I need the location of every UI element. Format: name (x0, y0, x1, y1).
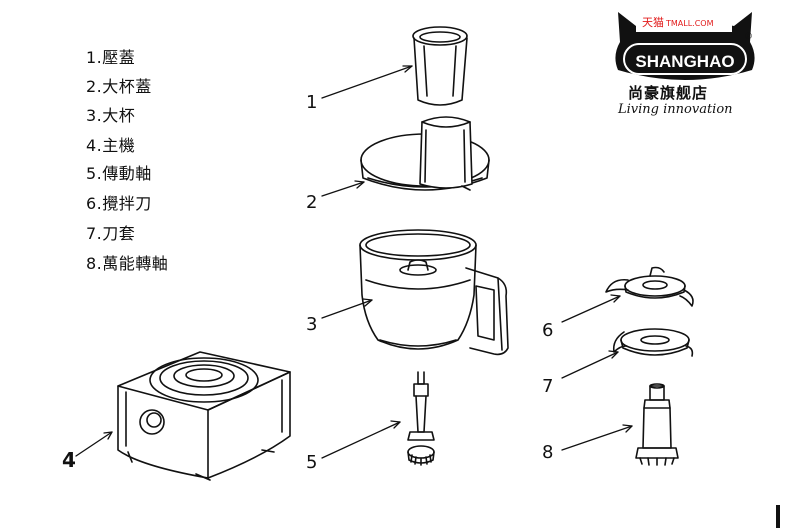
brand-tagline: Living innovation (618, 102, 733, 117)
part-blade-sleeve (612, 328, 694, 357)
brand-name: SHANGHAO (635, 52, 735, 71)
part-spindle (635, 383, 679, 466)
legend-item-8: 8.萬能轉軸 (86, 254, 169, 273)
part-bowl-lid (360, 116, 490, 191)
part-drive-shaft (407, 371, 435, 466)
store-name: 尚豪旗舰店 (628, 84, 709, 102)
legend-item-1: 1.壓蓋 (86, 48, 136, 67)
legend-item-6: 6.攪拌刀 (86, 194, 152, 213)
legend-item-3: 3.大杯 (86, 106, 136, 125)
part-pusher (412, 26, 468, 106)
callout-8: 8 (542, 442, 554, 463)
callout-5: 5 (306, 452, 318, 473)
cat-head-logo-icon (615, 12, 755, 80)
callout-1: 1 (306, 92, 318, 113)
part-motor-base (117, 351, 291, 481)
legend-item-4: 4.主機 (86, 136, 136, 155)
edge-bar (776, 505, 780, 528)
callout-3: 3 (306, 314, 318, 335)
legend-item-7: 7.刀套 (86, 224, 136, 243)
registered-mark: ® (744, 32, 753, 42)
legend-item-2: 2.大杯蓋 (86, 77, 152, 96)
leader-lines (75, 65, 633, 459)
callout-7: 7 (542, 376, 554, 397)
callout-4: 4 (62, 448, 76, 472)
part-blade (605, 266, 694, 307)
part-bowl (359, 229, 509, 356)
tmall-en: TMALL.COM (666, 19, 714, 28)
legend-item-5: 5.傳動軸 (86, 164, 152, 183)
callout-2: 2 (306, 192, 318, 213)
tmall-cn: 天猫 (642, 16, 664, 29)
callout-6: 6 (542, 320, 554, 341)
